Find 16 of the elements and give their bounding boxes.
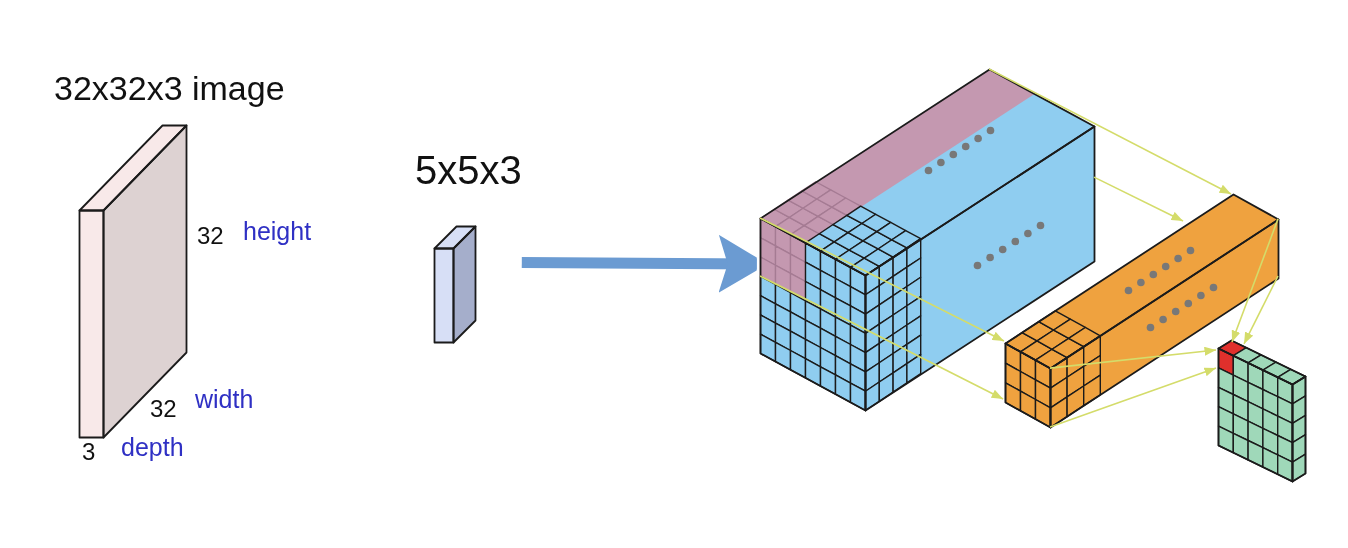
dimension-value: 3: [82, 438, 96, 468]
input-volume-drawing: [758, 67, 1096, 412]
volume-size-heading: 32x32x3 image: [54, 67, 285, 109]
output-grid-drawing: [1216, 338, 1307, 483]
projection-arrow: [759, 217, 1005, 342]
projection-arrow: [988, 68, 1232, 195]
dimension-name: depth: [121, 432, 184, 463]
dimension-value: 32: [197, 222, 224, 252]
projection-arrow: [1093, 176, 1184, 222]
filter-size-heading: 5x5x3: [415, 147, 522, 195]
dimension-value: 32: [150, 395, 177, 425]
projection-arrow: [759, 275, 1004, 400]
projection-arrow: [1243, 275, 1279, 345]
projection-arrow: [1049, 367, 1217, 428]
dimension-name: height: [243, 216, 312, 247]
dimension-name: width: [195, 384, 254, 415]
